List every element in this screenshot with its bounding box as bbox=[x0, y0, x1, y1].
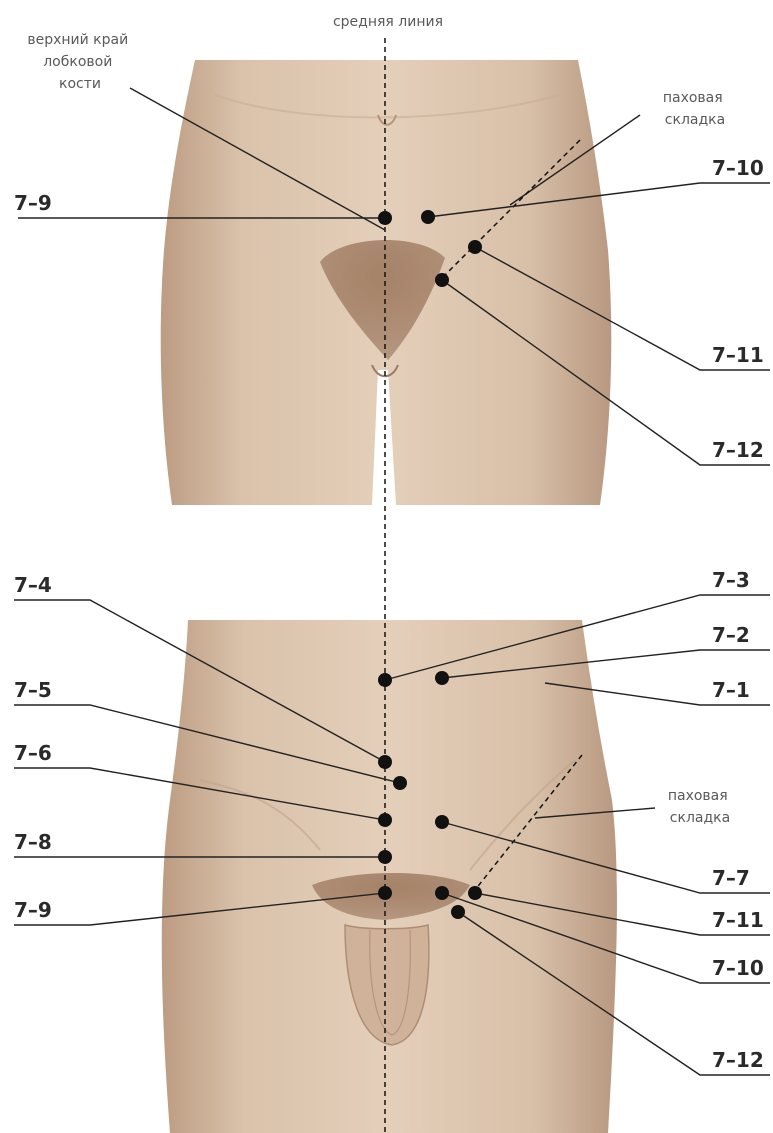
female-point-7-10 bbox=[421, 210, 435, 224]
male-label-7-7: 7–7 bbox=[712, 866, 750, 890]
male-label-7-3: 7–3 bbox=[712, 568, 750, 592]
pubic-edge-label-line1: верхний край bbox=[27, 32, 128, 48]
male-label-7-8: 7–8 bbox=[14, 830, 52, 854]
female-label-7-9: 7–9 bbox=[14, 191, 52, 215]
pubic-edge-label: верхний край лобковой кости bbox=[27, 32, 132, 92]
male-point-7-4 bbox=[378, 755, 392, 769]
male-label-7-5: 7–5 bbox=[14, 678, 52, 702]
male-point-7-8 bbox=[378, 850, 392, 864]
male-point-7-7 bbox=[435, 815, 449, 829]
midline-label: средняя линия bbox=[333, 14, 443, 30]
male-inguinal-label-line1: паховая bbox=[668, 788, 728, 804]
male-label-7-12: 7–12 bbox=[712, 1048, 764, 1072]
male-point-7-6 bbox=[378, 813, 392, 827]
female-point-7-12 bbox=[435, 273, 449, 287]
male-inguinal-label: паховая складка bbox=[668, 788, 732, 826]
male-label-7-10: 7–10 bbox=[712, 956, 764, 980]
male-label-7-9: 7–9 bbox=[14, 898, 52, 922]
male-point-7-12 bbox=[451, 905, 465, 919]
male-point-7-3 bbox=[378, 673, 392, 687]
male-label-7-2: 7–2 bbox=[712, 623, 750, 647]
male-point-7-5 bbox=[393, 776, 407, 790]
female-inguinal-label-line2: складка bbox=[665, 112, 725, 128]
male-inguinal-label-line2: складка bbox=[670, 810, 730, 826]
male-label-7-4: 7–4 bbox=[14, 573, 52, 597]
female-label-7-10: 7–10 bbox=[712, 156, 764, 180]
male-label-7-6: 7–6 bbox=[14, 741, 52, 765]
female-point-7-11 bbox=[468, 240, 482, 254]
female-label-7-12: 7–12 bbox=[712, 438, 764, 462]
male-label-7-11: 7–11 bbox=[712, 908, 764, 932]
female-torso-illustration bbox=[161, 60, 612, 505]
male-label-7-1: 7–1 bbox=[712, 678, 750, 702]
male-torso-illustration bbox=[162, 620, 617, 1133]
male-point-7-10 bbox=[435, 886, 449, 900]
female-point-7-9 bbox=[378, 211, 392, 225]
male-point-7-11 bbox=[468, 886, 482, 900]
female-inguinal-label-line1: паховая bbox=[663, 90, 723, 106]
male-point-7-2 bbox=[435, 671, 449, 685]
female-inguinal-label: паховая складка bbox=[663, 90, 727, 128]
pubic-edge-label-line2: лобковой bbox=[43, 54, 112, 70]
female-label-7-11: 7–11 bbox=[712, 343, 764, 367]
male-point-7-9 bbox=[378, 886, 392, 900]
pubic-edge-label-line3: кости bbox=[59, 76, 101, 92]
